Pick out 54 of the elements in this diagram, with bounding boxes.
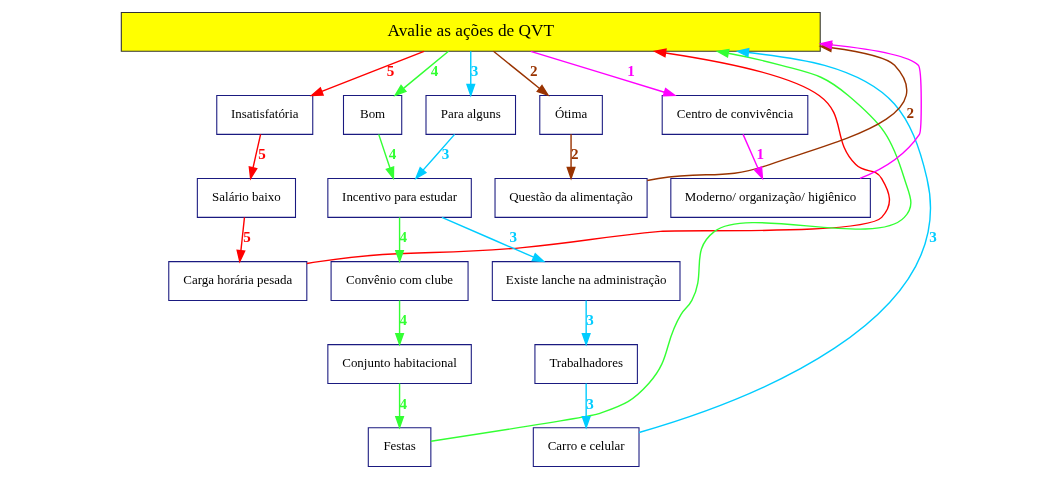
arrow bbox=[414, 133, 455, 180]
node-box: Festas bbox=[367, 427, 431, 468]
node-box: Avalie as ações de QVT bbox=[120, 11, 821, 52]
edge-label: 4 bbox=[388, 146, 396, 163]
edge-label: 1 bbox=[626, 63, 635, 80]
arrow bbox=[394, 382, 404, 430]
edge-label: 4 bbox=[430, 63, 438, 80]
node-box: Existe lanche na administração bbox=[491, 261, 681, 301]
arrow bbox=[580, 382, 591, 430]
node-box: Insatisfatória bbox=[215, 94, 313, 135]
node-box: Conjunto habitacional bbox=[326, 344, 472, 385]
node-box: Trabalhadores bbox=[533, 344, 638, 385]
arrow bbox=[305, 48, 890, 265]
node-box: Centro de convivência bbox=[661, 94, 808, 135]
node-box: Questão da alimentação bbox=[494, 178, 648, 218]
node-box: Bom bbox=[342, 94, 402, 135]
edge-label: 3 bbox=[441, 146, 449, 163]
arrow bbox=[492, 50, 550, 97]
edge-label: 5 bbox=[386, 63, 394, 80]
arrow bbox=[741, 133, 763, 181]
arrow bbox=[393, 50, 449, 97]
arrow bbox=[394, 299, 404, 347]
arrow bbox=[429, 48, 912, 442]
edge-label: 4 bbox=[399, 312, 407, 329]
arrow bbox=[235, 216, 246, 264]
arrow bbox=[248, 133, 261, 181]
arrow bbox=[529, 50, 677, 97]
edge-label: 5 bbox=[257, 146, 266, 163]
edge-label: 3 bbox=[585, 312, 594, 329]
edge-label: 2 bbox=[529, 63, 538, 80]
node-box: Salário baixo bbox=[196, 178, 296, 218]
node-box: Moderno/ organização/ higiênico bbox=[669, 178, 871, 218]
arrow bbox=[394, 216, 404, 264]
arrow bbox=[377, 133, 394, 181]
edge-label: 2 bbox=[905, 104, 914, 121]
node-box: Carro e celular bbox=[532, 427, 640, 468]
edge-label: 1 bbox=[756, 146, 764, 163]
edge-label: 3 bbox=[585, 395, 594, 412]
edge-label: 5 bbox=[242, 229, 251, 246]
node-box: Convênio com clube bbox=[330, 261, 469, 301]
edge-label: 3 bbox=[928, 229, 937, 246]
node-box: Ótima bbox=[538, 94, 603, 135]
arrow bbox=[580, 299, 591, 347]
arrow bbox=[637, 47, 931, 434]
edge-label: 3 bbox=[470, 63, 478, 80]
edge-label: 3 bbox=[509, 229, 517, 246]
node-box: Carga horária pesada bbox=[167, 261, 307, 301]
node-box: Incentivo para estudar bbox=[326, 178, 472, 218]
arrow bbox=[465, 50, 475, 98]
edge-label: 4 bbox=[399, 229, 407, 246]
arrow bbox=[309, 50, 425, 97]
edge-label: 4 bbox=[399, 395, 407, 412]
node-box: Para alguns bbox=[424, 94, 516, 135]
arrow bbox=[440, 216, 546, 263]
